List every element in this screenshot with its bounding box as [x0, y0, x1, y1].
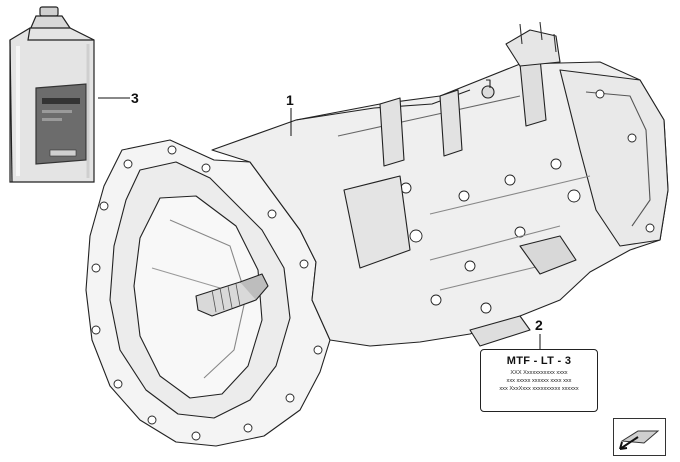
arrow-icon-glyph [619, 430, 660, 450]
callout-3: 3 [131, 90, 139, 106]
label-line: xxx XxxXxxx xxxxxxxxxx xxxxxx [499, 386, 579, 392]
mtf-label-card: MTF - LT - 3 XXX Xxxxxxxxxxx xxxx xxx xx… [480, 349, 598, 412]
label-line: XXX Xxxxxxxxxxx xxxx [510, 370, 568, 376]
arrow-icon[interactable] [613, 418, 666, 456]
oil-bottle [9, 6, 95, 183]
callout-1: 1 [286, 92, 294, 108]
transmission-assembly [85, 21, 669, 447]
callout-2: 2 [535, 317, 543, 333]
label-title: MTF - LT - 3 [506, 355, 572, 367]
label-line: xxx xxxxx xxxxxx xxxx xxx [506, 378, 572, 384]
